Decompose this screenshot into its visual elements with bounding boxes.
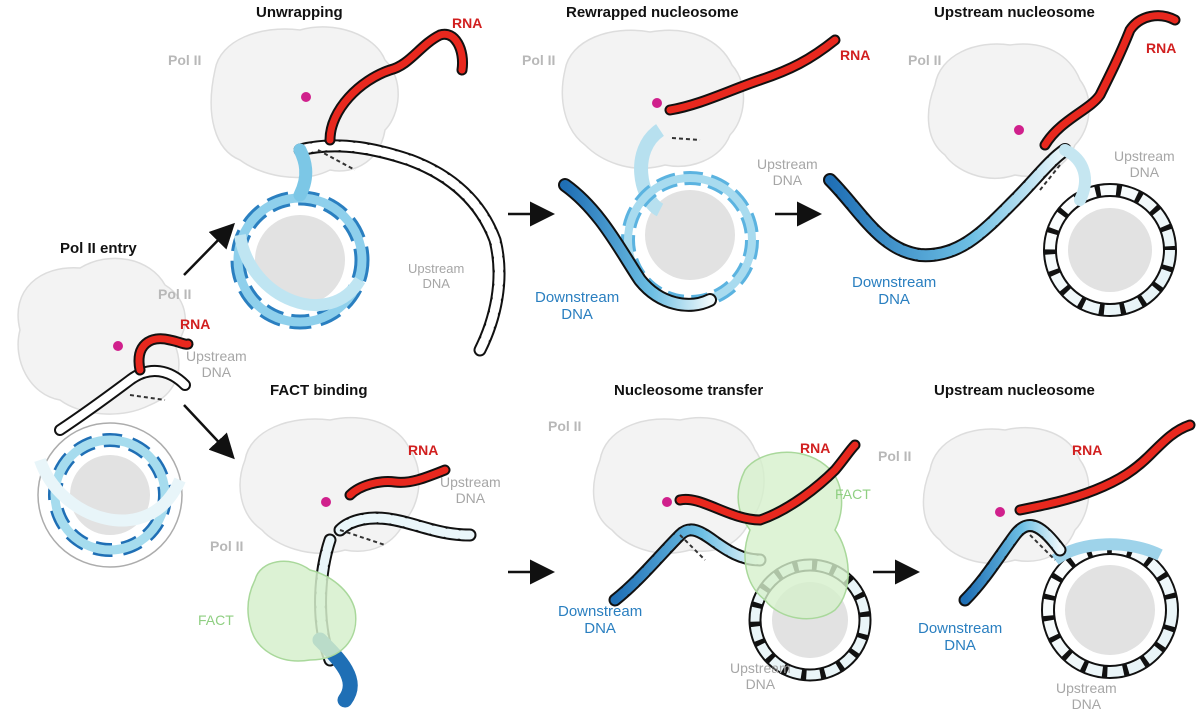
upstream-dna-label: Upstream DNA [408, 261, 465, 291]
rna-label: RNA [1146, 40, 1177, 56]
pol-ii-label: Pol II [908, 52, 942, 68]
rna-label: RNA [408, 442, 439, 458]
panel-title: Nucleosome transfer [614, 382, 764, 399]
arrow-entry-to-unwrapping [183, 222, 235, 276]
panel-title: Pol II entry [60, 240, 137, 257]
nucleosome-core [230, 190, 370, 330]
panel-nucleosome-transfer [592, 416, 872, 682]
upstream-dna-label: Upstream DNA [440, 474, 501, 507]
fact-complex [737, 451, 849, 620]
panel-title: Rewrapped nucleosome [566, 4, 739, 21]
upstream-dna-label: Upstream DNA [186, 348, 247, 381]
nucleosome-core [621, 124, 759, 309]
panel-upstream-nucleosome-bottom [922, 419, 1196, 679]
panel-title: FACT binding [270, 382, 368, 399]
nucleosome-core [34, 422, 186, 568]
active-site-metal [995, 507, 1005, 517]
rna-label: RNA [452, 15, 483, 31]
pol-ii-label: Pol II [210, 538, 244, 554]
panel-upstream-nucleosome-top [823, 10, 1181, 317]
downstream-dna-label: Downstream DNA [918, 620, 1003, 655]
downstream-dna-label: Downstream DNA [852, 274, 937, 309]
pol-ii-label: Pol II [548, 418, 582, 434]
nucleosome-core [1041, 538, 1179, 679]
pol-ii-label: Pol II [522, 52, 556, 68]
active-site-metal [662, 497, 672, 507]
active-site-metal [1014, 125, 1024, 135]
arrow-entry-to-fact [183, 404, 235, 460]
active-site-metal [113, 341, 123, 351]
pol-ii-label: Pol II [168, 52, 202, 68]
fact-label: FACT [198, 612, 234, 628]
downstream-dna-label: Downstream DNA [535, 289, 620, 324]
rna-label: RNA [840, 47, 871, 63]
pol-ii-surface [561, 29, 745, 169]
fact-complex [247, 560, 357, 662]
nucleosome-core [1043, 183, 1177, 317]
upstream-dna-label: Upstream DNA [730, 660, 791, 693]
pol-ii-surface [210, 26, 399, 179]
rna-label: RNA [800, 440, 831, 456]
upstream-dna-label: Upstream DNA [757, 156, 818, 189]
panel-title: Unwrapping [256, 4, 343, 21]
upstream-dna-label: Upstream DNA [1056, 680, 1117, 713]
active-site-metal [321, 497, 331, 507]
pol-ii-label: Pol II [878, 448, 912, 464]
pol-ii-label: Pol II [158, 286, 192, 302]
rna-label: RNA [1072, 442, 1103, 458]
panel-pol-ii-entry [17, 257, 194, 568]
fact-label: FACT [835, 486, 871, 502]
active-site-metal [652, 98, 662, 108]
upstream-dna-label: Upstream DNA [1114, 148, 1175, 181]
active-site-metal [301, 92, 311, 102]
panel-fact-binding [239, 416, 477, 708]
panel-title: Upstream nucleosome [934, 382, 1095, 399]
panel-unwrapping [210, 26, 506, 357]
flow-arrows [183, 201, 920, 585]
rna-label: RNA [180, 316, 211, 332]
downstream-dna-label: Downstream DNA [558, 603, 643, 638]
panel-rewrapped-nucleosome [558, 29, 841, 312]
panel-title: Upstream nucleosome [934, 4, 1095, 21]
